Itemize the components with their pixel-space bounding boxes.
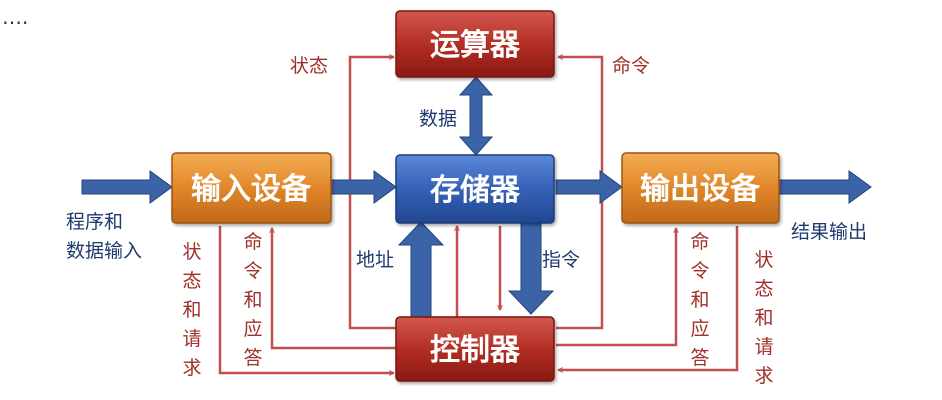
arrow-input-to-memory xyxy=(330,170,397,204)
label-address: 地址 xyxy=(356,249,394,271)
vchar: 态 xyxy=(182,270,201,292)
vchar: 求 xyxy=(182,357,201,379)
controller-box: 控制器 xyxy=(395,316,555,382)
vchar: 和 xyxy=(243,289,262,311)
vchar: 请 xyxy=(182,328,201,350)
input-device-label: 输入设备 xyxy=(191,172,312,207)
output-device-label: 输出设备 xyxy=(640,172,761,207)
arrow-data-alu-memory xyxy=(458,76,494,156)
vchar: 令 xyxy=(243,260,262,282)
vchar: 请 xyxy=(754,336,773,358)
label-right-command-response: 命 令 和 应 答 xyxy=(690,231,709,369)
vchar: 命 xyxy=(690,231,709,253)
vchar: 答 xyxy=(243,347,262,369)
arrow-program-input xyxy=(81,170,173,204)
output-device-box: 输出设备 xyxy=(621,152,780,224)
line-input-command-response xyxy=(272,228,396,350)
arrow-memory-to-output xyxy=(555,170,623,204)
vchar: 求 xyxy=(754,365,773,387)
corner-ellipsis: …. xyxy=(2,5,28,29)
arrow-instruction xyxy=(507,221,555,315)
memory-label: 存储器 xyxy=(430,173,521,208)
vchar: 和 xyxy=(690,289,709,311)
arrow-result-output xyxy=(778,170,872,204)
input-device-box: 输入设备 xyxy=(171,152,332,224)
controller-label: 控制器 xyxy=(430,333,521,368)
line-output-state-request xyxy=(558,226,739,370)
line-input-state-request xyxy=(218,226,394,373)
vchar: 应 xyxy=(243,318,262,340)
label-program-input-1: 程序和 xyxy=(66,211,123,233)
label-right-state-request: 状 态 和 请 求 xyxy=(754,249,773,387)
alu-label: 运算器 xyxy=(430,28,521,63)
label-left-command-response: 命 令 和 应 答 xyxy=(243,231,262,369)
label-data: 数据 xyxy=(419,108,457,130)
label-command-top: 命令 xyxy=(612,55,650,77)
label-state-top: 状态 xyxy=(290,55,328,77)
vchar: 令 xyxy=(690,260,709,282)
alu-box: 运算器 xyxy=(395,10,555,78)
vchar: 状 xyxy=(754,249,773,271)
blue-data-arrows xyxy=(81,76,872,318)
vchar: 命 xyxy=(243,231,262,253)
vchar: 和 xyxy=(754,307,773,329)
label-left-state-request: 状 态 和 请 求 xyxy=(182,241,201,379)
red-signal-lines xyxy=(218,57,739,373)
vchar: 和 xyxy=(182,299,201,321)
memory-box: 存储器 xyxy=(395,154,555,224)
label-result-output: 结果输出 xyxy=(791,221,867,243)
arrow-address xyxy=(397,221,445,318)
vchar: 状 xyxy=(182,241,201,263)
vchar: 态 xyxy=(754,278,773,300)
line-output-command-response xyxy=(556,228,676,347)
label-instruction: 指令 xyxy=(542,249,580,271)
vchar: 应 xyxy=(690,318,709,340)
label-program-input-2: 数据输入 xyxy=(66,240,142,262)
vchar: 答 xyxy=(690,347,709,369)
